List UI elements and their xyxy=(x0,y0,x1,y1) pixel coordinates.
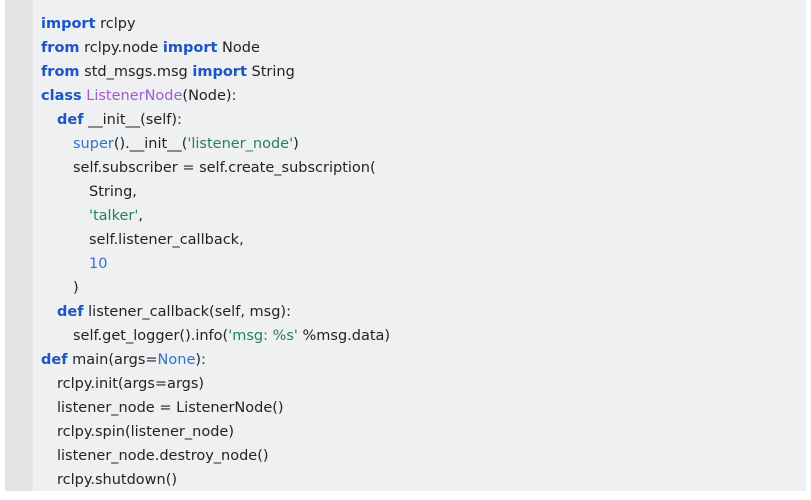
code-token-plain: String, xyxy=(89,184,137,200)
code-line: self.get_logger().info('msg: %s' %msg.da… xyxy=(33,324,806,348)
code-token-plain: String xyxy=(246,64,295,80)
code-token-plain: rclpy.init(args=args) xyxy=(57,376,205,392)
code-token-str: 'msg: %s' xyxy=(228,328,298,344)
code-token-plain: rclpy xyxy=(95,16,136,32)
code-line: ) xyxy=(33,276,806,300)
code-token-kw: import xyxy=(162,40,218,56)
code-line: rclpy.shutdown() xyxy=(33,468,806,492)
code-line: rclpy.spin(listener_node) xyxy=(33,420,806,444)
code-line: self.subscriber = self.create_subscripti… xyxy=(33,156,806,180)
code-token-plain: ().__init__( xyxy=(113,136,188,152)
code-token-plain: __init__(self): xyxy=(83,112,182,128)
code-token-plain: rclpy.shutdown() xyxy=(57,472,178,488)
code-line: self.listener_callback, xyxy=(33,228,806,252)
code-line: def main(args=None): xyxy=(33,348,806,372)
code-token-plain: Node xyxy=(217,40,260,56)
code-token-kw: class xyxy=(41,88,82,104)
code-token-plain: listener_node = ListenerNode() xyxy=(57,400,284,416)
code-token-plain: %msg.data) xyxy=(297,328,391,344)
code-line: rclpy.init(args=args) xyxy=(33,372,806,396)
code-token-num: 10 xyxy=(89,256,108,272)
code-token-class: ListenerNode xyxy=(86,88,183,104)
code-token-plain: (Node): xyxy=(182,88,237,104)
code-line: def listener_callback(self, msg): xyxy=(33,300,806,324)
code-token-plain: main(args= xyxy=(67,352,158,368)
code-token-builtin: super xyxy=(73,136,114,152)
code-token-kw: def xyxy=(57,112,84,128)
code-line: listener_node = ListenerNode() xyxy=(33,396,806,420)
code-token-kw: from xyxy=(41,64,80,80)
code-token-plain: rclpy.spin(listener_node) xyxy=(57,424,234,440)
code-token-plain: ): xyxy=(195,352,206,368)
code-token-kw: def xyxy=(41,352,68,368)
code-line: class ListenerNode(Node): xyxy=(33,84,806,108)
code-line: super().__init__('listener_node') xyxy=(33,132,806,156)
code-token-str: 'talker' xyxy=(89,208,139,224)
code-token-kw: import xyxy=(41,16,96,32)
code-line: String, xyxy=(33,180,806,204)
code-token-plain: ) xyxy=(293,136,299,152)
code-line: 10 xyxy=(33,252,806,276)
code-token-plain: std_msgs.msg xyxy=(79,64,193,80)
code-token-plain: listener_callback(self, msg): xyxy=(83,304,291,320)
code-token-str: 'listener_node' xyxy=(187,136,294,152)
code-line: import rclpy xyxy=(33,12,806,36)
code-line: def __init__(self): xyxy=(33,108,806,132)
code-token-plain: listener_node.destroy_node() xyxy=(57,448,269,464)
code-token-plain: , xyxy=(138,208,143,224)
code-token-plain: rclpy.node xyxy=(79,40,163,56)
code-token-plain: self.subscriber = self.create_subscripti… xyxy=(73,160,376,176)
code-token-const: None xyxy=(157,352,196,368)
code-line: from std_msgs.msg import String xyxy=(33,60,806,84)
code-token-plain: self.listener_callback, xyxy=(89,232,244,248)
code-line: from rclpy.node import Node xyxy=(33,36,806,60)
code-line: listener_node.destroy_node() xyxy=(33,444,806,468)
code-token-kw: import xyxy=(192,64,247,80)
code-token-plain: self.get_logger().info( xyxy=(73,328,229,344)
code-token-kw: def xyxy=(57,304,84,320)
code-gutter xyxy=(5,0,33,491)
code-line: 'talker', xyxy=(33,204,806,228)
code-token-plain: ) xyxy=(73,280,79,296)
code-token-kw: from xyxy=(41,40,80,56)
